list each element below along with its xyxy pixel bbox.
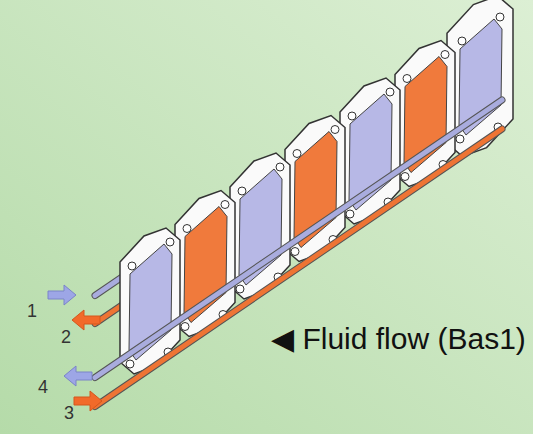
port-hole xyxy=(293,150,301,158)
outlet-arrow xyxy=(64,366,92,386)
port-hole xyxy=(126,360,134,368)
callout-number: 1 xyxy=(27,302,37,320)
port-hole xyxy=(346,210,354,218)
inlet-arrow xyxy=(74,391,102,411)
port-hole xyxy=(276,163,284,171)
port-hole xyxy=(401,173,409,181)
port-hole xyxy=(181,323,189,331)
port-hole xyxy=(221,201,229,209)
port-hole xyxy=(238,187,246,195)
rod-outline xyxy=(95,129,502,407)
callout-number: 3 xyxy=(64,404,74,422)
port-hole xyxy=(496,13,504,21)
port-hole xyxy=(456,135,464,143)
callout-number: 2 xyxy=(61,328,71,346)
port-hole xyxy=(183,225,191,233)
port-hole xyxy=(386,88,394,96)
inlet-arrow xyxy=(48,285,76,305)
callout-number: 4 xyxy=(38,378,48,396)
outlet-arrow xyxy=(72,310,100,330)
flow-arrows xyxy=(48,285,102,411)
port-hole xyxy=(403,75,411,83)
port-hole xyxy=(458,37,466,45)
port-hole xyxy=(166,238,174,246)
rod xyxy=(95,129,502,407)
port-hole xyxy=(128,262,136,270)
flow-direction-note: ◀ Fluid flow (Bas1) xyxy=(271,320,529,358)
port-hole xyxy=(331,126,339,134)
port-hole xyxy=(236,285,244,293)
port-hole xyxy=(348,112,356,120)
port-hole xyxy=(291,248,299,256)
port-hole xyxy=(441,51,449,59)
